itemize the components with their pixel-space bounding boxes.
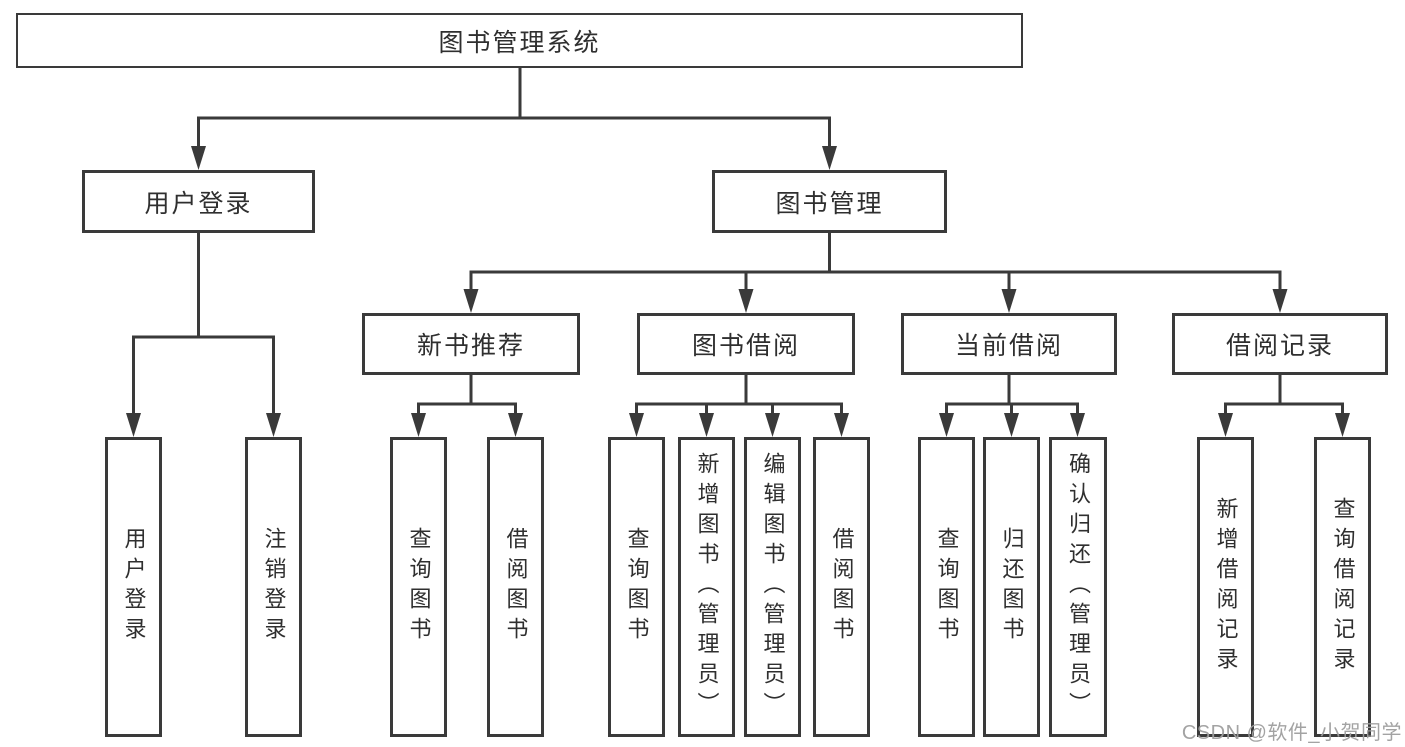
node-book-borrow: 图书借阅: [637, 313, 855, 375]
node-current-borrow: 当前借阅: [901, 313, 1117, 375]
leaf-query-books-current: 查询图书: [918, 437, 975, 737]
node-library-management-system: 图书管理系统: [16, 13, 1023, 68]
leaf-borrow-books-recommend: 借阅图书: [487, 437, 544, 737]
leaf-confirm-return-admin: 确认归还（管理员）: [1049, 437, 1107, 737]
arrowheads-group: [126, 146, 1350, 437]
leaf-query-borrow-record: 查询借阅记录: [1314, 437, 1371, 737]
leaf-query-books-borrow: 查询图书: [608, 437, 665, 737]
node-borrow-records: 借阅记录: [1172, 313, 1388, 375]
leaf-edit-book-admin: 编辑图书（管理员）: [744, 437, 801, 737]
leaf-query-books-recommend: 查询图书: [390, 437, 447, 737]
leaf-borrow-books: 借阅图书: [813, 437, 870, 737]
node-user-login: 用户登录: [82, 170, 315, 233]
leaf-add-borrow-record: 新增借阅记录: [1197, 437, 1254, 737]
watermark: CSDN @软件_小贺同学: [1181, 722, 1402, 744]
node-new-book-recommend: 新书推荐: [362, 313, 580, 375]
leaf-user-login: 用户登录: [105, 437, 162, 737]
leaf-return-book: 归还图书: [983, 437, 1040, 737]
leaf-add-book-admin: 新增图书（管理员）: [678, 437, 735, 737]
leaf-logout: 注销登录: [245, 437, 302, 737]
node-book-management: 图书管理: [712, 170, 947, 233]
